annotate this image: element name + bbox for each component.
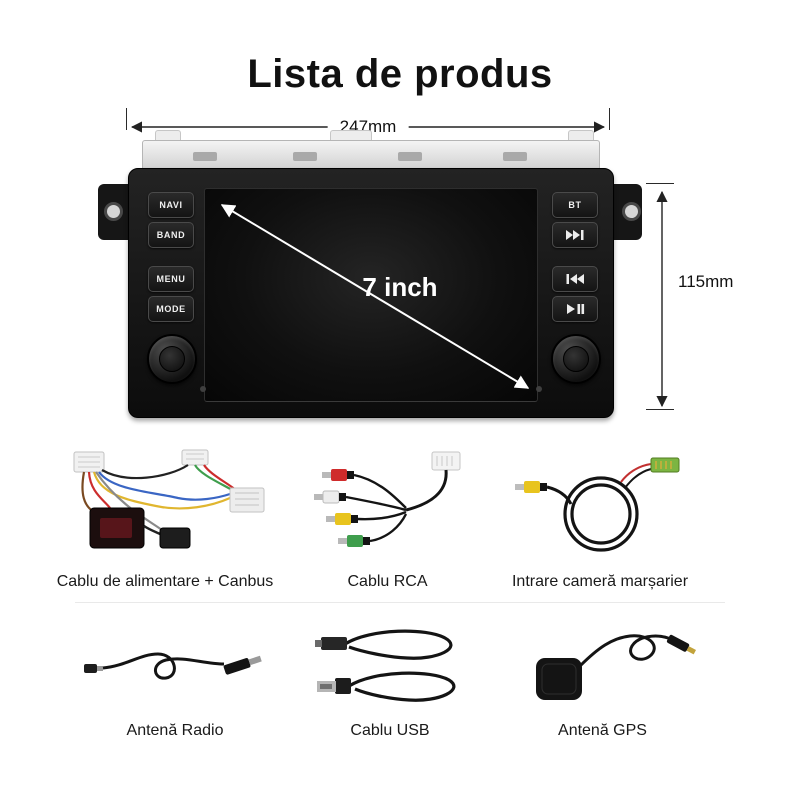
accessory-item-gps-antenna: Antenă GPS (500, 620, 705, 740)
reverse-camera-input-cable-image (515, 457, 680, 552)
accessory-label: Cablu USB (350, 722, 430, 739)
dimension-tick-left (126, 108, 127, 130)
band-button-label: BAND (156, 230, 186, 240)
accessory-item-rca: Cablu RCA (300, 448, 475, 591)
rca-cable-image (313, 451, 460, 547)
bluetooth-button-label: BT (568, 200, 582, 210)
screw-hole (622, 202, 641, 221)
bluetooth-button: BT (552, 192, 598, 218)
previous-track-icon (566, 274, 584, 284)
dimension-tick-top (646, 183, 674, 184)
diagonal-size-arrow-icon (220, 204, 530, 389)
bracket-tab-left (155, 130, 181, 143)
knob-inner (563, 346, 589, 372)
radio-antenna-cable-image (84, 652, 262, 680)
screw-hole (104, 202, 123, 221)
next-track-icon (566, 230, 584, 240)
band-button: BAND (148, 222, 194, 248)
height-dimension (652, 186, 672, 412)
accessory-label: Intrare cameră marșarier (511, 573, 689, 590)
mode-button-label: MODE (156, 304, 186, 314)
usb-cable-image (315, 629, 456, 702)
bracket-slot (293, 152, 317, 161)
accessory-label: Antenă Radio (126, 722, 224, 739)
page-title: Lista de produs (247, 52, 553, 96)
dimension-tick-right (609, 108, 610, 130)
previous-track-button (552, 266, 598, 292)
knob-inner (159, 346, 185, 372)
next-track-button (552, 222, 598, 248)
bracket-slot (503, 152, 527, 161)
accessory-label: Cablu RCA (347, 573, 428, 590)
navi-button: NAVI (148, 192, 194, 218)
faceplate-dot (536, 386, 542, 392)
section-divider (75, 602, 725, 603)
accessory-item-radio-antenna: Antenă Radio (70, 620, 280, 740)
bracket-slot (398, 152, 422, 161)
accessory-label: Cablu de alimentare + Canbus (56, 573, 274, 590)
play-pause-icon (567, 304, 585, 314)
right-tune-knob (551, 334, 601, 384)
dimension-tick-bottom (646, 409, 674, 410)
faceplate-dot (200, 386, 206, 392)
left-volume-knob (147, 334, 197, 384)
screen-size-label: 7 inch (362, 272, 438, 302)
bracket-slot (193, 152, 217, 161)
gps-antenna-image (535, 634, 696, 700)
power-canbus-cable-image (73, 449, 265, 549)
height-dimension-label: 115mm (678, 272, 734, 291)
accessory-item-power-canbus: Cablu de alimentare + Canbus (30, 448, 300, 591)
height-dimension-arrow-icon (656, 190, 668, 408)
menu-button-label: MENU (156, 274, 186, 284)
play-pause-button (552, 296, 598, 322)
bracket-tab-center (330, 130, 372, 143)
accessory-item-camera-input: Intrare cameră marșarier (485, 448, 715, 591)
bracket-tab-right (568, 130, 594, 143)
navi-button-label: NAVI (159, 200, 183, 210)
accessory-label: Antenă GPS (558, 722, 647, 739)
mounting-ear-left (98, 184, 132, 240)
menu-button: MENU (148, 266, 194, 292)
accessory-item-usb: Cablu USB (295, 620, 485, 740)
mode-button: MODE (148, 296, 194, 322)
